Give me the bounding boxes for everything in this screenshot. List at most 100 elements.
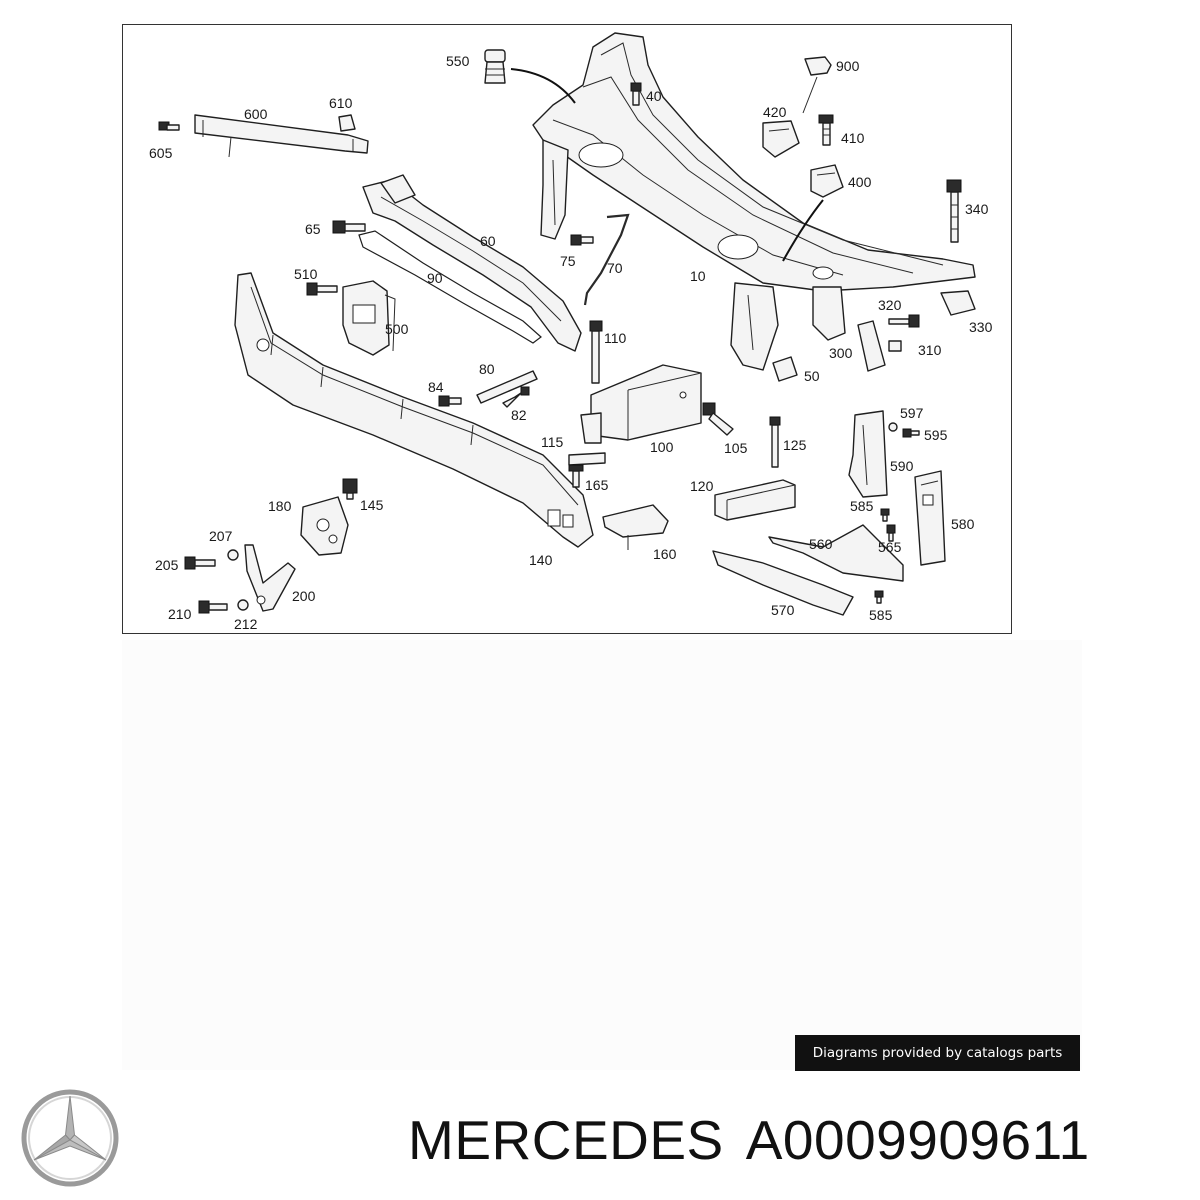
- pin-80: [476, 370, 538, 404]
- callout-560: 560: [809, 536, 833, 552]
- bolt-105: [702, 402, 734, 436]
- washer-212: [237, 599, 249, 611]
- callout-90: 90: [427, 270, 443, 286]
- callout-420: 420: [763, 104, 787, 120]
- callout-200: 200: [292, 588, 316, 604]
- plug-550: [484, 49, 506, 84]
- leader-400: [782, 199, 824, 262]
- clip-115: [568, 452, 606, 466]
- callout-550: 550: [446, 53, 470, 69]
- screw-595: [902, 428, 920, 438]
- screw-585-lower: [874, 590, 884, 604]
- callout-340: 340: [965, 201, 989, 217]
- callout-65: 65: [305, 221, 321, 237]
- callout-585: 585: [850, 498, 874, 514]
- label-900: [804, 56, 832, 76]
- nut-310: [888, 340, 902, 352]
- bolt-84: [438, 395, 462, 407]
- callout-50: 50: [804, 368, 820, 384]
- callout-580: 580: [951, 516, 975, 532]
- callout-125: 125: [783, 437, 807, 453]
- callout-310: 310: [918, 342, 942, 358]
- callout-590: 590: [890, 458, 914, 474]
- callout-140: 140: [529, 552, 553, 568]
- callout-400: 400: [848, 174, 872, 190]
- screw-82: [502, 386, 530, 408]
- callout-510: 510: [294, 266, 318, 282]
- screw-565: [886, 524, 896, 542]
- front-carrier-frame: [532, 32, 976, 371]
- screw-585-upper: [880, 508, 890, 522]
- bracket-50: [772, 356, 798, 382]
- callout-40: 40: [646, 88, 662, 104]
- callout-610: 610: [329, 95, 353, 111]
- callout-160: 160: [653, 546, 677, 562]
- callout-600: 600: [244, 106, 268, 122]
- parts-diagram: 550 40 900 420 410 400 340 600 610 605 6…: [149, 32, 993, 632]
- bracket-160: [602, 504, 669, 550]
- callout-410: 410: [841, 130, 865, 146]
- callout-10: 10: [690, 268, 706, 284]
- screw-75: [570, 234, 594, 246]
- callout-labels: 550 40 900 420 410 400 340 600 610 605 6…: [149, 53, 993, 632]
- callout-210: 210: [168, 606, 192, 622]
- absorber-90: [358, 230, 542, 344]
- nut-145: [342, 478, 358, 500]
- washer-597: [888, 422, 898, 432]
- callout-84: 84: [428, 379, 444, 395]
- diagram-credit-badge: Diagrams provided by catalogs parts: [795, 1035, 1080, 1071]
- callout-70: 70: [607, 260, 623, 276]
- screw-40: [630, 82, 642, 106]
- callout-500: 500: [385, 321, 409, 337]
- bolt-320: [888, 314, 920, 328]
- crash-box-120: [714, 479, 796, 521]
- callout-320: 320: [878, 297, 902, 313]
- bracket-200: [244, 544, 296, 612]
- bracket-590: [848, 410, 888, 498]
- product-title: MERCEDES A0009909611: [408, 1108, 1090, 1172]
- bolt-110: [589, 320, 603, 384]
- callout-60: 60: [480, 233, 496, 249]
- bracket-570: [712, 550, 854, 616]
- part-number: A0009909611: [745, 1109, 1090, 1171]
- bolt-65: [332, 220, 366, 234]
- screw-605: [158, 121, 180, 131]
- callout-212: 212: [234, 616, 258, 632]
- callout-180: 180: [268, 498, 292, 514]
- diagram-background-area: [122, 640, 1082, 1070]
- callout-207: 207: [209, 528, 233, 544]
- washer-207: [227, 549, 239, 561]
- crossmember-60: [362, 174, 582, 352]
- clip-330: [940, 290, 976, 316]
- screw-165: [568, 464, 584, 488]
- strip-600: [194, 114, 369, 158]
- rod-70: [583, 213, 630, 306]
- callout-100: 100: [650, 439, 674, 455]
- callout-110: 110: [604, 330, 627, 346]
- callout-300: 300: [829, 345, 853, 361]
- callout-900: 900: [836, 58, 860, 74]
- bolt-125: [769, 416, 781, 468]
- mercedes-star-logo-icon: [21, 1089, 119, 1187]
- mount-400: [810, 164, 844, 198]
- callout-565: 565: [878, 539, 902, 555]
- brand-name: MERCEDES: [408, 1109, 724, 1171]
- crash-box-100: [580, 364, 702, 444]
- callout-595: 595: [924, 427, 948, 443]
- callout-570: 570: [771, 602, 795, 618]
- callout-205: 205: [155, 557, 179, 573]
- bracket-560: [768, 524, 904, 582]
- callout-145: 145: [360, 497, 384, 513]
- callout-80: 80: [479, 361, 495, 377]
- callout-120: 120: [690, 478, 714, 494]
- bolt-410: [818, 114, 834, 146]
- callout-105: 105: [724, 440, 748, 456]
- callout-585-lower: 585: [869, 607, 893, 623]
- callout-597: 597: [900, 405, 924, 421]
- bolt-510: [306, 282, 338, 296]
- callout-605: 605: [149, 145, 173, 161]
- parts-diagram-frame: 550 40 900 420 410 400 340 600 610 605 6…: [122, 24, 1012, 634]
- crash-box-580: [914, 470, 946, 566]
- bracket-180: [300, 496, 349, 556]
- callout-75: 75: [560, 253, 576, 269]
